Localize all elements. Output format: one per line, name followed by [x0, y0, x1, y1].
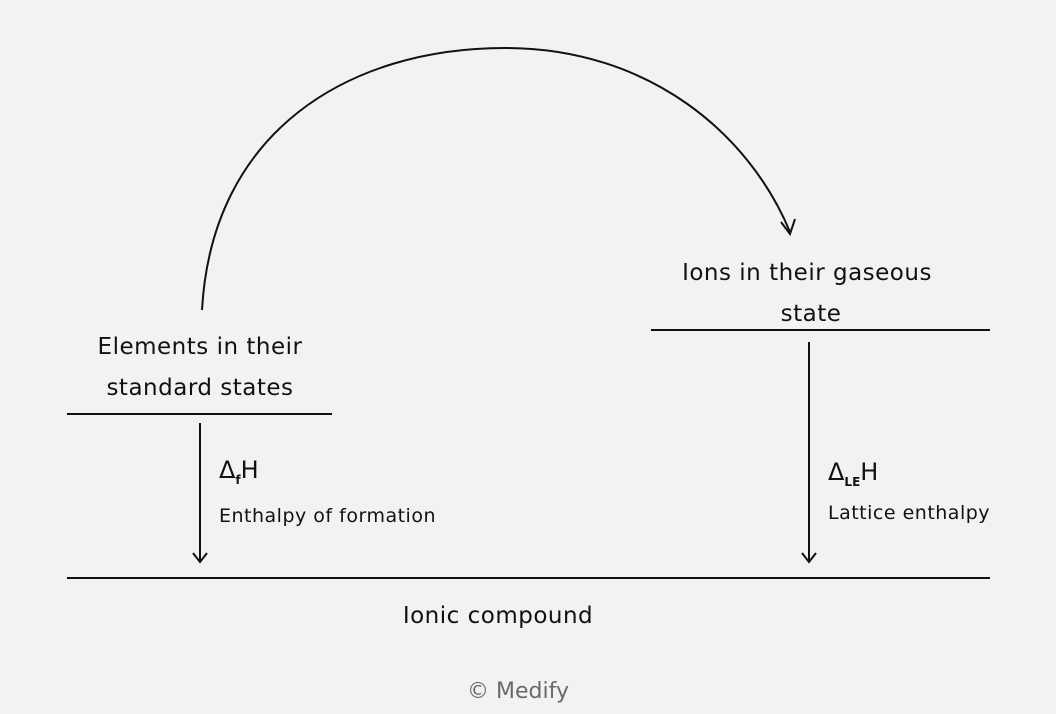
elements-label-line1: Elements in their	[98, 334, 303, 360]
ions-label-line2: state	[781, 301, 842, 327]
formation-symbol: ΔfH	[219, 456, 259, 487]
lattice-arrow-head	[801, 552, 817, 564]
elements-label-line2: standard states	[106, 375, 293, 401]
ions-label-line1: Ions in their gaseous	[682, 260, 932, 286]
formation-description: Enthalpy of formation	[219, 505, 436, 527]
lattice-symbol: ΔLEH	[828, 458, 878, 489]
formation-arrow-head	[192, 552, 208, 564]
lattice-description: Lattice enthalpy	[828, 502, 990, 524]
curved-arrow-head	[780, 218, 796, 237]
compound-label: Ionic compound	[403, 603, 593, 629]
watermark: © Medify	[467, 679, 569, 704]
curved-arrow	[201, 46, 791, 311]
